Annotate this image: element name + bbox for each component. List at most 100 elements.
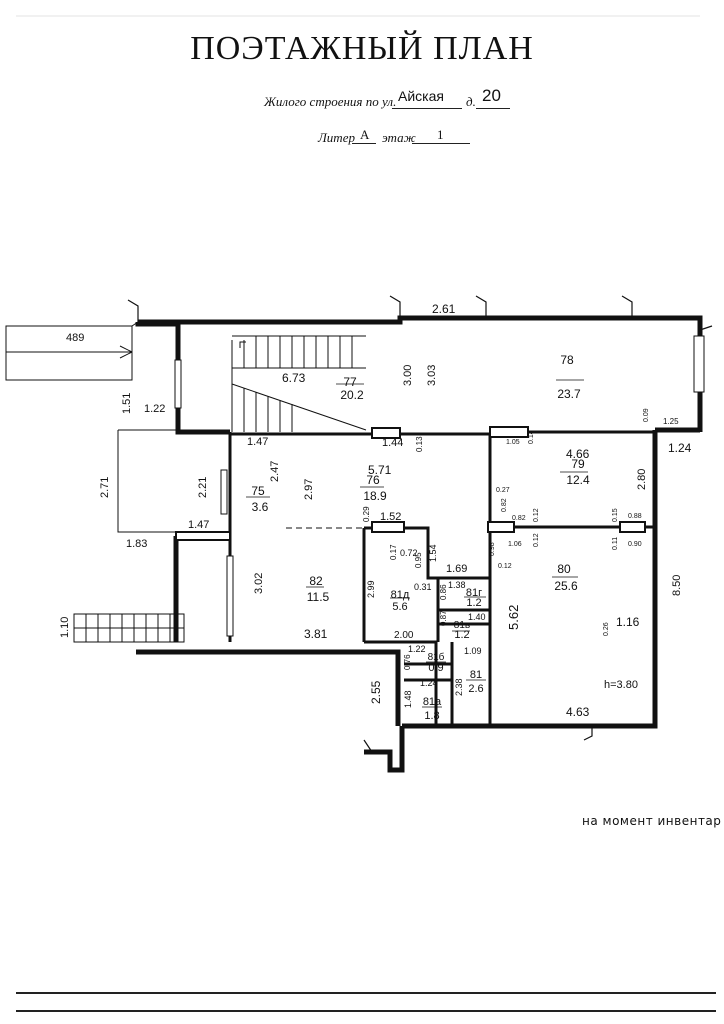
house-underline	[476, 108, 510, 109]
room-area: 25.6	[554, 579, 578, 593]
room-number: 75	[251, 484, 265, 498]
dimension-label: 1.47	[247, 436, 268, 448]
room-number: 81б	[428, 651, 445, 663]
dimension-label: 6.73	[282, 371, 306, 385]
house-number: 20	[482, 86, 501, 105]
dimension-label: 0.72	[400, 548, 418, 558]
floor-label: этаж	[382, 130, 416, 145]
room-number: 81г	[466, 587, 482, 599]
room-number: 76	[366, 473, 380, 487]
floor-underline	[412, 143, 470, 144]
dimension-label: 1.69	[446, 563, 467, 575]
address-line-label: Жилого строения по ул.	[264, 94, 397, 109]
dimension-label: 3.02	[253, 573, 265, 594]
dimension-label: 2.00	[394, 630, 414, 641]
room-area: 2.6	[468, 683, 483, 695]
dimension-label: 1.25	[663, 417, 679, 426]
dimension-label: 2.21	[197, 477, 209, 498]
dimension-label: 1.40	[468, 612, 486, 622]
dimension-label: 5.71	[368, 463, 392, 477]
dimension-label: 5.62	[506, 605, 521, 630]
dimension-label: 1.22	[144, 403, 165, 415]
dimension-label: 0.17	[389, 544, 398, 560]
room-area: 1.2	[466, 597, 481, 609]
room-area: 5.6	[392, 601, 407, 613]
dimension-label: 1.83	[126, 538, 147, 550]
dimension-label: 4.63	[566, 705, 590, 719]
dimension-label: 0.98	[489, 542, 496, 556]
footer-note: на момент инвентар	[582, 814, 722, 828]
dimension-label: 2.99	[366, 580, 376, 598]
room-number: 82	[309, 574, 323, 588]
dimension-label: 0.09	[643, 408, 650, 422]
page-title: ПОЭТАЖНЫЙ ПЛАН	[190, 30, 534, 67]
dimension-label: 0.27	[496, 487, 510, 494]
room-area: 1.2	[454, 629, 469, 641]
dimension-label: 0.11	[612, 537, 619, 550]
dimension-label: 0.88	[628, 513, 642, 520]
dimension-label: 2.71	[99, 477, 111, 498]
room-area: 11.5	[307, 590, 330, 604]
dimension-label: 0.82	[501, 498, 508, 512]
room-number: 77	[343, 375, 357, 389]
room-area: 18.9	[363, 489, 387, 503]
bottom-rule	[16, 992, 716, 994]
dimension-label: 0.14	[528, 430, 535, 444]
dimension-label: 3.03	[426, 365, 438, 386]
dimension-label: 1.44	[382, 437, 403, 449]
dimension-label: 3.00	[402, 365, 414, 386]
room-area: 12.4	[566, 473, 590, 487]
dimension-label: 1.06	[508, 541, 522, 548]
dimension-label: 0.95	[414, 552, 423, 568]
room-number: 81	[470, 669, 482, 681]
dimension-label: 0.76	[403, 654, 412, 670]
dimension-label: 3.81	[304, 627, 328, 641]
dimension-label: 0.13	[415, 436, 424, 452]
house-label: д.	[466, 94, 476, 109]
dimension-label: 489	[66, 332, 84, 344]
dimension-label: 0.82	[512, 515, 526, 522]
dimension-label: 8.50	[671, 575, 683, 596]
dimension-label: 1.38	[448, 580, 466, 590]
dimension-label: 1.52	[380, 511, 401, 523]
dimension-label: 0.12	[533, 533, 540, 547]
dimension-label: 0.31	[414, 582, 432, 592]
dimension-label: 2.55	[369, 680, 383, 704]
street-underline	[392, 108, 462, 109]
dimension-label: 1.10	[59, 617, 71, 638]
dimension-label: 2.80	[636, 469, 648, 490]
room-number: 78	[560, 353, 574, 367]
liter-underline	[352, 143, 376, 144]
ceiling-height: h=3.80	[604, 679, 638, 691]
dimension-label: 1.05	[506, 439, 520, 446]
dimension-label: 0.12	[498, 563, 512, 570]
dimension-label: 1.47	[188, 519, 209, 531]
room-number: 80	[557, 562, 571, 576]
dimension-label: 4.66	[566, 447, 590, 461]
dimension-label: 1.24	[420, 678, 438, 688]
bottom-rule-2	[16, 1010, 716, 1012]
room-area: 3.6	[252, 500, 269, 514]
room-number: 81д	[391, 589, 410, 601]
room-area: 23.7	[557, 387, 581, 401]
dimension-label: 0.90	[628, 541, 642, 548]
dimension-label: 1.48	[403, 690, 413, 708]
dimension-label: 0.12	[533, 508, 540, 522]
dimension-label: 0.29	[362, 506, 371, 522]
dimension-label: 1.22	[408, 644, 426, 654]
room-number: 81в	[454, 620, 470, 631]
room-area: 1.8	[424, 710, 439, 722]
dimension-label: 1.54	[428, 544, 438, 562]
room-number: 81а	[423, 696, 442, 708]
floor-value: 1	[437, 127, 444, 142]
dimension-label: 0.15	[612, 508, 619, 522]
dimension-label: 1.24	[668, 441, 692, 455]
liter-value: А	[360, 127, 370, 142]
dimension-label: 2.97	[303, 479, 315, 500]
dimension-label: 0.87	[439, 610, 448, 626]
room-number: 79	[571, 457, 585, 471]
street-value: Айская	[398, 88, 444, 104]
dimension-label: 0.26	[603, 622, 610, 636]
dimension-label: 2.38	[454, 678, 464, 696]
